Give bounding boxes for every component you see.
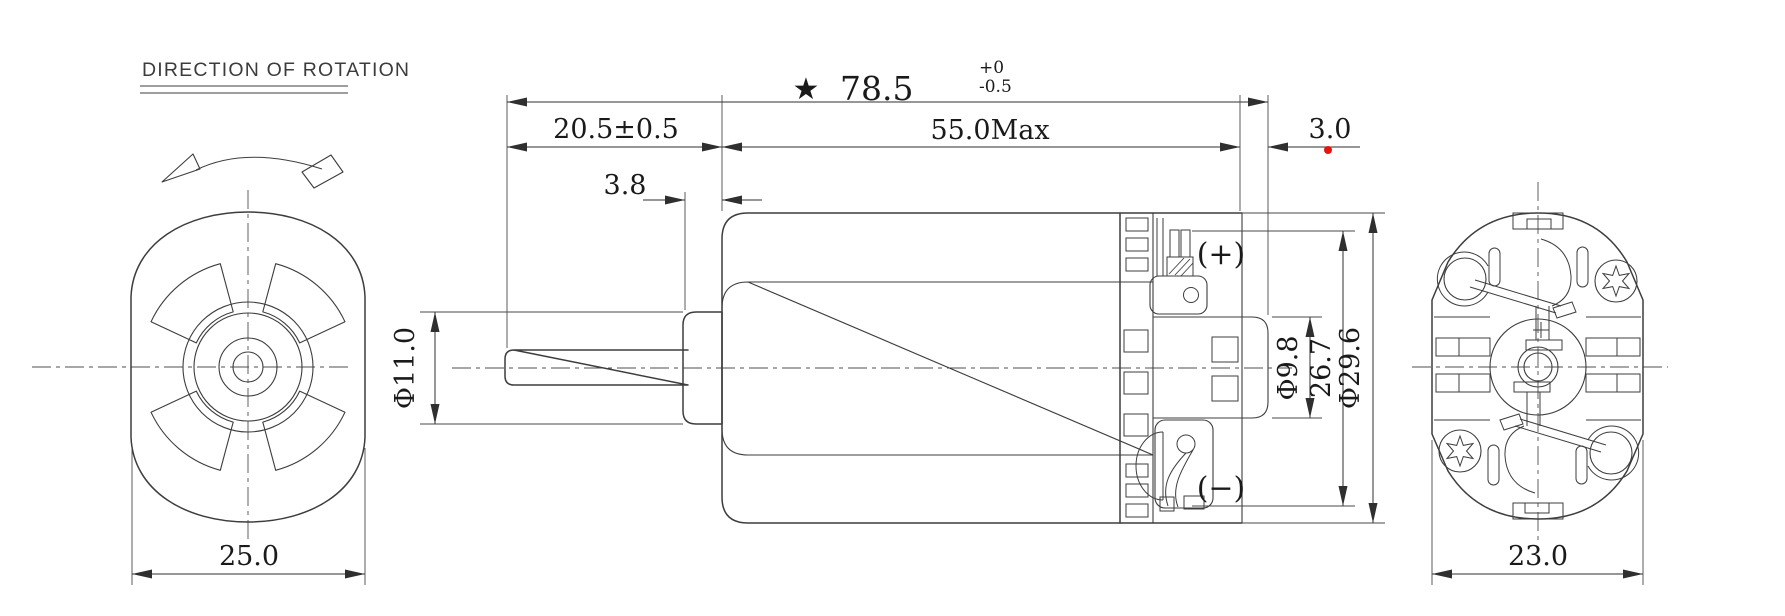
dim-cap-across-text: 26.7 [1306,338,1337,398]
negative-terminal-label: (−) [1197,471,1246,506]
negative-brush-assembly: (−) [1135,419,1246,512]
dim-overall-length: ★ 78.5 +0 -0.5 [506,58,1269,348]
side-view: (+) (−) ★ 78.5 +0 [390,58,1385,524]
vent-slot [1488,247,1501,287]
rear-cap-outline [1431,212,1644,520]
critical-dim-star-icon: ★ [793,72,820,107]
direction-of-rotation-text: DIRECTION OF ROTATION [142,59,410,81]
dim-boss-length-text: 3.8 [604,170,647,201]
motor-can-outer [721,212,1121,524]
dim-shaft-extension: 20.5±0.5 [507,95,1240,211]
positive-brush-assembly: (+) [1149,218,1246,315]
brush-spring-arm [1469,238,1577,351]
dim-body-length: 55.0Max [722,95,1241,211]
dim-overall-tol-lower: -0.5 [979,77,1012,97]
rear-bearing-boss [1489,318,1587,416]
front-boss [682,311,723,425]
torx-screw-icon [1594,259,1638,303]
dim-terminal-block-diameter: Φ9.8 [1272,316,1322,419]
annotation-red-dot [1324,146,1332,154]
positive-terminal-label: (+) [1197,237,1246,272]
dim-cap-across: 26.7 [1192,230,1355,507]
dim-front-width: 25.0 [131,448,366,585]
front-housing-outline [130,211,366,523]
dim-front-width-text: 25.0 [219,541,279,572]
dim-boss-length: 3.8 [604,170,762,310]
motor-body-inner [721,281,1154,456]
dim-terminal-projection-text: 3.0 [1309,114,1352,145]
dim-terminal-block-diameter-text: Φ9.8 [1273,335,1304,400]
dim-cap-diameter: Φ29.6 [1242,212,1385,524]
rear-detail-top [1436,212,1638,351]
end-cap [1119,212,1243,524]
direction-of-rotation-label: DIRECTION OF ROTATION [140,59,410,94]
dim-cap-diameter-text: Φ29.6 [1335,327,1366,409]
rotation-arrow-icon [161,153,344,189]
dim-boss-diameter: Φ11.0 [390,311,683,425]
rear-detail-bottom [1438,381,1640,520]
dim-terminal-projection: 3.0 [1268,114,1360,154]
dim-rear-width: 23.0 [1431,440,1644,585]
rear-view: 23.0 [1412,182,1668,585]
vent-slot [1576,246,1589,288]
dim-overall-tol-upper: +0 [979,58,1004,78]
dim-body-length-text: 55.0Max [930,115,1049,146]
terminal-block [1153,316,1269,419]
dim-shaft-extension-text: 20.5±0.5 [553,114,679,145]
rear-side-bands [1434,316,1641,421]
front-vent-slots [150,263,346,471]
shaft [504,349,689,386]
front-bearing-circles [182,301,314,433]
eyelet-hole [1436,251,1489,307]
dim-rear-width-text: 23.0 [1508,541,1568,572]
front-view: 25.0 [32,153,366,585]
dim-boss-diameter-text: Φ11.0 [390,327,421,409]
dim-overall-length-text: 78.5 [840,69,913,108]
